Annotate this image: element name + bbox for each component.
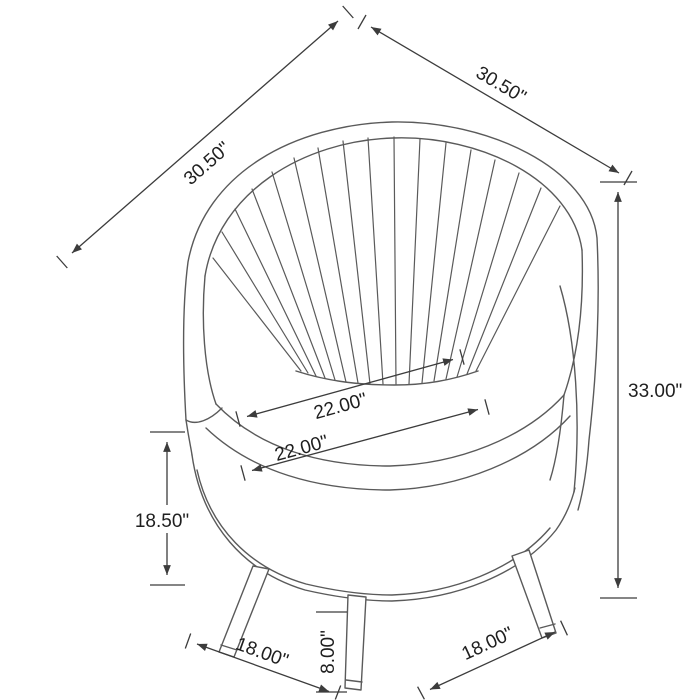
dimension-tick [56, 255, 68, 269]
chair-front-center-leg-foot [345, 679, 363, 683]
dimension-label-seat-height: 18.50" [135, 511, 189, 532]
dimension-tick [342, 5, 354, 19]
dimension-label-back-width-left: 30.50" [180, 138, 235, 190]
dimension-label-overall-height: 33.00" [628, 381, 682, 402]
dimension-label-base-depth-left: 18.00" [233, 634, 291, 672]
dimension-tick [459, 349, 465, 365]
dimension-line [251, 408, 479, 472]
dimension-tick [184, 633, 192, 649]
dimension-seat-width-upper: 22.00" [235, 349, 465, 427]
dimension-tick [623, 170, 633, 186]
dimension-tick [560, 620, 568, 636]
dimension-seat-width-lower: 22.00" [240, 399, 490, 481]
dimension-line [246, 358, 454, 418]
dimension-seat-height: 18.50" [124, 431, 202, 586]
chair-rear-right-leg-foot [539, 623, 556, 629]
chair-right-side-seam [559, 285, 578, 493]
dimension-line [429, 631, 556, 691]
dimension-tick [240, 465, 246, 481]
chair-channel-tufting [212, 136, 561, 385]
chair-right-arm-front [549, 394, 565, 481]
dimension-tick [235, 411, 241, 427]
label-mask [124, 505, 202, 533]
dimension-label-leg-height: 8.00" [318, 630, 339, 674]
dimension-label-seat-width-upper: 22.00" [312, 389, 370, 424]
dimension-tick [334, 685, 342, 700]
chair-base-trim [196, 469, 551, 596]
dimension-leg-height: 8.00" [315, 611, 347, 693]
chair-rear-right-leg [511, 549, 557, 639]
chair-seat-cushion-front [205, 415, 571, 491]
chair-front-center-leg [344, 594, 367, 691]
dimension-tick [417, 686, 425, 700]
dimension-line [71, 20, 339, 254]
chair-outer-shell [182, 121, 599, 511]
dimension-label-seat-width-lower: 22.00" [273, 431, 331, 465]
dimension-tick [357, 14, 367, 30]
dimension-line [196, 643, 330, 693]
chair-left-arm-inner [202, 275, 217, 405]
dimension-label-back-width-right: 30.50" [472, 62, 529, 108]
dimension-tick [484, 399, 490, 415]
chair-left-arm-front [185, 407, 223, 424]
dimension-overall-height: 33.00" [600, 181, 682, 599]
chair-seat-cushion-top [215, 394, 565, 467]
chair-drawing [182, 121, 599, 691]
chair-base-bottom [191, 454, 576, 602]
chair-right-arm-inner [563, 249, 584, 396]
dimension-back-width-left: 30.50" [56, 5, 354, 269]
dimension-line [370, 26, 620, 174]
chair-base-left-edge [185, 419, 193, 456]
dimension-label-base-width-right: 18.00" [459, 623, 517, 665]
